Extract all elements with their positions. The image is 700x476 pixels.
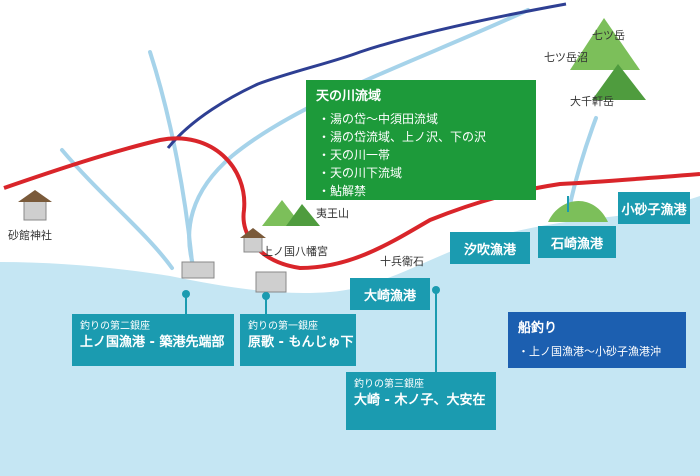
- amanogawa-item: 鮎解禁: [318, 182, 526, 200]
- port-shiofuki: 汐吹漁港: [450, 232, 530, 264]
- sunadate-shrine-illustration: [23, 199, 47, 221]
- fishing-spot-1-place: 原歌 - もんじゅ下: [248, 335, 354, 350]
- marker-spot3: [432, 286, 440, 294]
- river-amanogawa: [187, 8, 530, 276]
- amanogawa-list: 湯の岱～中須田流域 湯の岱流域、上ノ沢、下の沢 天の川一帯 天の川下流域 鮎解禁: [318, 110, 526, 200]
- label-nanatsudake-numa: 七ツ岳沼: [544, 51, 588, 64]
- amanogawa-basin-box: 天の川流域 湯の岱～中須田流域 湯の岱流域、上ノ沢、下の沢 天の川一帯 天の川下…: [306, 80, 536, 200]
- fishing-spot-2: 釣りの第二銀座 上ノ国漁港 - 築港先端部: [72, 314, 234, 366]
- label-kaminokuni-hachimangu: 上ノ国八幡宮: [262, 245, 328, 258]
- fishing-spot-1-rank: 釣りの第一銀座: [248, 321, 318, 332]
- label-ochigatake: 大千軒岳: [570, 95, 614, 108]
- fishing-spot-1: 釣りの第一銀座 原歌 - もんじゅ下: [240, 314, 356, 366]
- port-kosunago: 小砂子漁港: [618, 192, 690, 224]
- fishing-spot-3: 釣りの第三銀座 大崎 - 木ノ子、大安在: [346, 372, 496, 430]
- port-building-illustration: [255, 271, 287, 293]
- harbor-illustration: [181, 261, 215, 279]
- amanogawa-title: 天の川流域: [316, 89, 382, 104]
- amanogawa-item: 天の川一帯: [318, 146, 526, 164]
- river-right: [568, 116, 598, 206]
- coastal-road: [3, 136, 700, 271]
- label-juhee-ishi: 十兵衛石: [380, 255, 424, 268]
- mountain-iyozan-illustration: [262, 200, 320, 226]
- fishing-spot-2-place: 上ノ国漁港 - 築港先端部: [80, 335, 225, 350]
- label-nanatsudake: 七ツ岳: [592, 29, 625, 42]
- marker-spot1: [262, 292, 270, 300]
- sunadate-shrine-roof: [18, 190, 52, 202]
- boat-fishing-title: 船釣り: [518, 321, 558, 336]
- amanogawa-item: 天の川下流域: [318, 164, 526, 182]
- marker-spot2: [182, 290, 190, 298]
- fishing-spot-2-rank: 釣りの第二銀座: [80, 321, 150, 332]
- river-branch: [148, 50, 194, 264]
- railway-line: [166, 2, 567, 149]
- hachimangu-illustration: [243, 235, 263, 253]
- boat-fishing-box: 船釣り 上ノ国漁港～小砂子漁港沖: [508, 312, 686, 368]
- hill-ishizaki-illustration: [548, 200, 608, 222]
- fishing-spot-3-rank: 釣りの第三銀座: [354, 379, 424, 390]
- hachimangu-roof: [240, 228, 266, 238]
- amanogawa-item: 湯の岱流域、上ノ沢、下の沢: [318, 128, 526, 146]
- label-sunadate-shrine: 砂館神社: [8, 229, 52, 242]
- port-ishizaki: 石崎漁港: [538, 226, 616, 258]
- boat-fishing-item: 上ノ国漁港～小砂子漁港沖: [518, 343, 676, 359]
- label-iyozan: 夷王山: [316, 207, 349, 220]
- river-left: [60, 148, 174, 270]
- mountain-nanatsudake-illustration: [570, 18, 646, 100]
- amanogawa-item: 湯の岱～中須田流域: [318, 110, 526, 128]
- boat-fishing-list: 上ノ国漁港～小砂子漁港沖: [518, 343, 676, 359]
- port-osaki: 大崎漁港: [350, 278, 430, 310]
- fishing-spot-3-place: 大崎 - 木ノ子、大安在: [354, 393, 486, 408]
